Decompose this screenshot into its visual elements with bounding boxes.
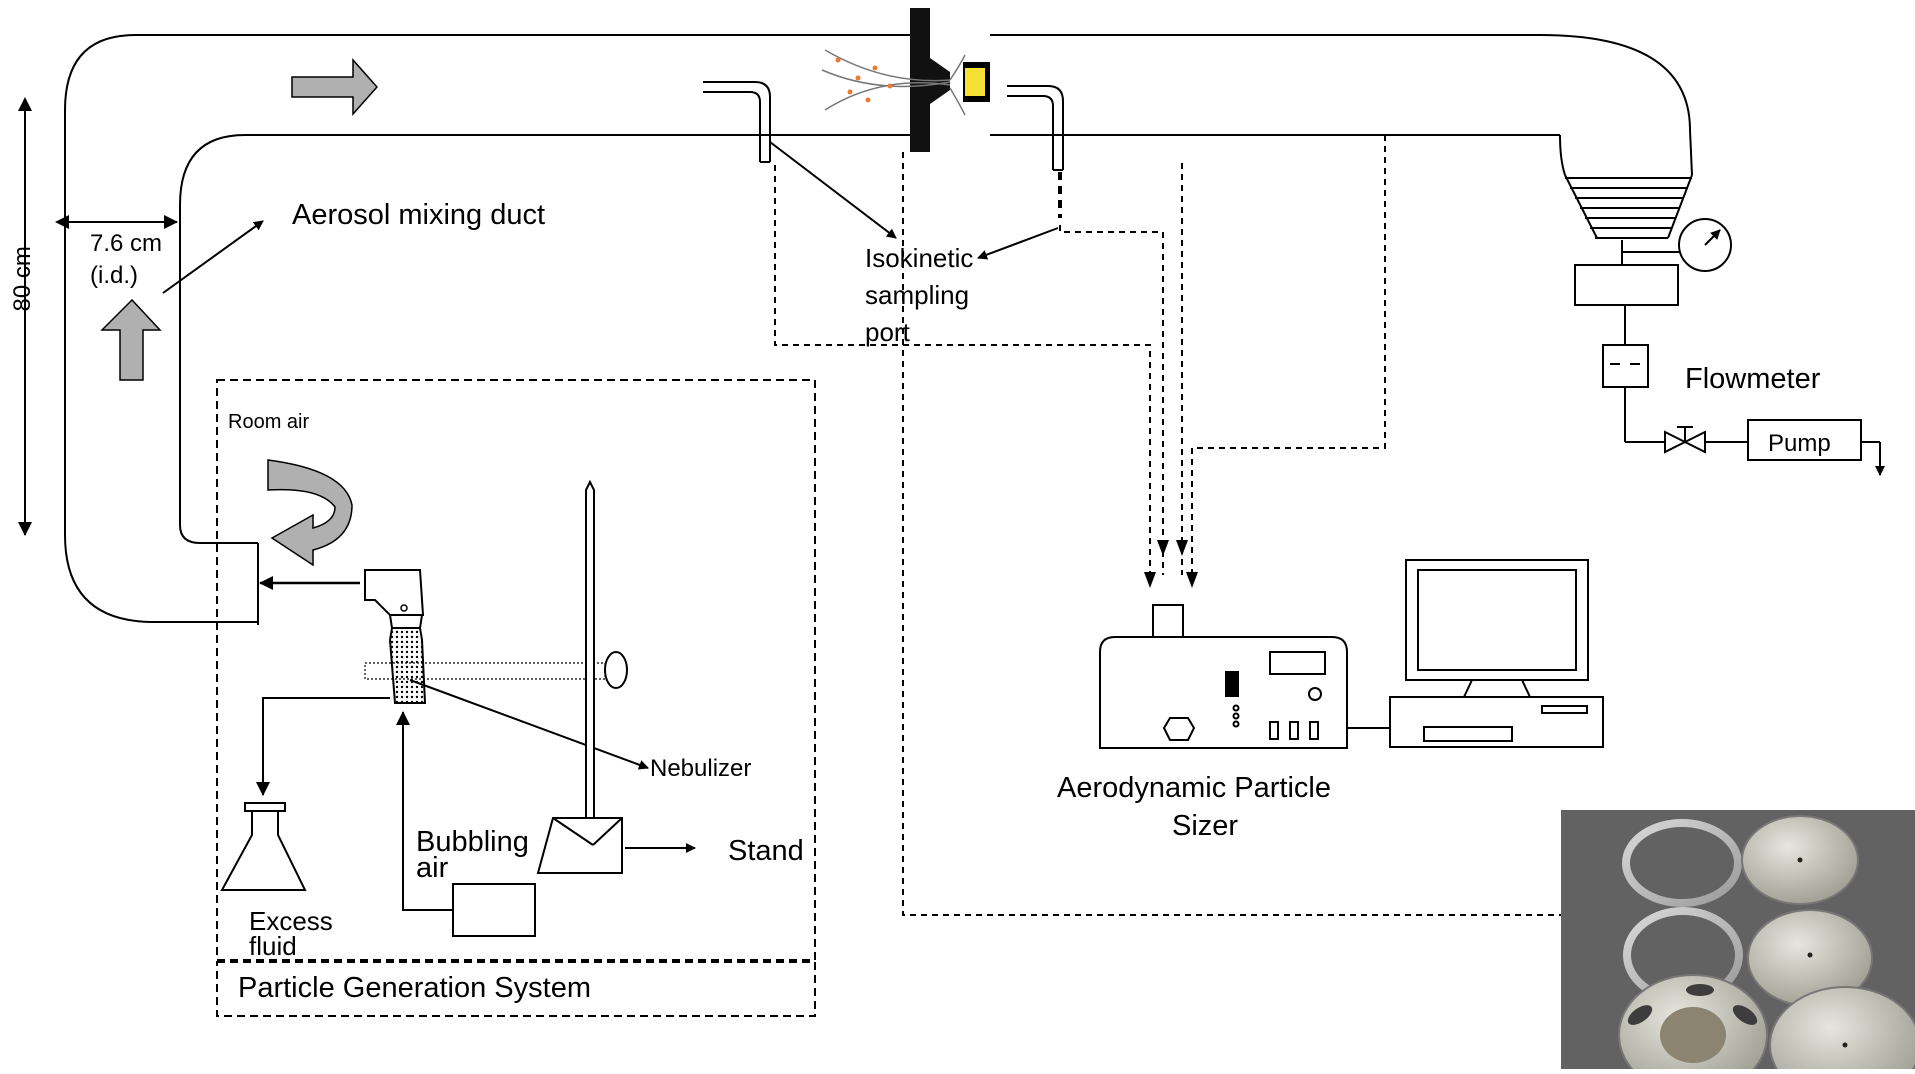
isokinetic-label-line1: Isokinetic	[865, 244, 973, 274]
aps-label-line2: Sizer	[1172, 810, 1238, 843]
filter-components-photo	[1561, 810, 1915, 1069]
particle-generation-system-label: Particle Generation System	[238, 972, 591, 1005]
flow-arrow-icon	[292, 60, 377, 114]
isokinetic-label-line2: sampling	[865, 281, 969, 311]
excess-fluid-line	[263, 698, 390, 795]
stand-label: Stand	[728, 835, 804, 868]
flow-arrow-icon	[102, 300, 160, 380]
bubbling-air-label-line2: air	[416, 852, 448, 885]
flowmeter-label: Flowmeter	[1685, 363, 1820, 396]
room-air-curved-arrow	[268, 460, 352, 565]
computer-monitor-icon	[1390, 560, 1603, 747]
sampling-probe-downstream	[1007, 86, 1063, 218]
sampling-line-arrowheads	[1144, 540, 1198, 588]
flask-icon	[222, 803, 305, 890]
excess-fluid-label-line2: fluid	[249, 932, 297, 962]
room-air-label: Room air	[228, 411, 309, 434]
air-pump-box	[453, 884, 535, 936]
nebulizer-label: Nebulizer	[650, 755, 751, 783]
sampling-probe-upstream	[703, 82, 770, 162]
pressure-gauge-icon	[1622, 219, 1731, 271]
filter-holder	[822, 8, 990, 152]
pump-label: Pump	[1768, 430, 1831, 458]
duct-height-label: 80 cm	[9, 246, 37, 311]
duct-diameter-unit-label: (i.d.)	[90, 262, 138, 290]
aerosol-mixing-duct-label: Aerosol mixing duct	[292, 199, 545, 232]
isokinetic-label-line3: port	[865, 318, 910, 348]
aps-label-line1: Aerodynamic Particle	[1057, 772, 1331, 805]
nebulizer	[260, 570, 627, 703]
duct-diameter-label: 7.6 cm	[90, 230, 162, 258]
aerodynamic-particle-sizer	[1100, 605, 1390, 748]
valve-icon	[1665, 427, 1705, 452]
